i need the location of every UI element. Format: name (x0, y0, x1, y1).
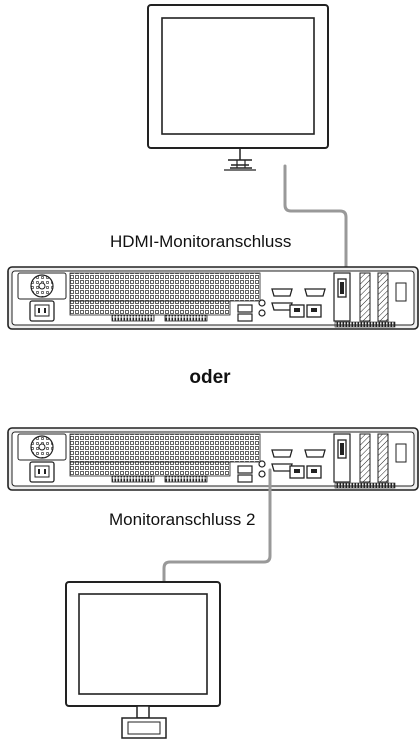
monitor-top-icon (147, 4, 329, 171)
server-rear-panel-icon (7, 266, 419, 330)
monitor-connector-2-label: Monitoranschluss 2 (109, 510, 256, 529)
server-rear-panel-icon (7, 427, 419, 491)
hdmi-cable (283, 164, 348, 278)
monitor-cable (162, 468, 272, 584)
hdmi-connector-label: HDMI-Monitoranschluss (110, 232, 292, 251)
or-label: oder (189, 367, 231, 388)
monitor-bottom-icon (65, 581, 221, 739)
